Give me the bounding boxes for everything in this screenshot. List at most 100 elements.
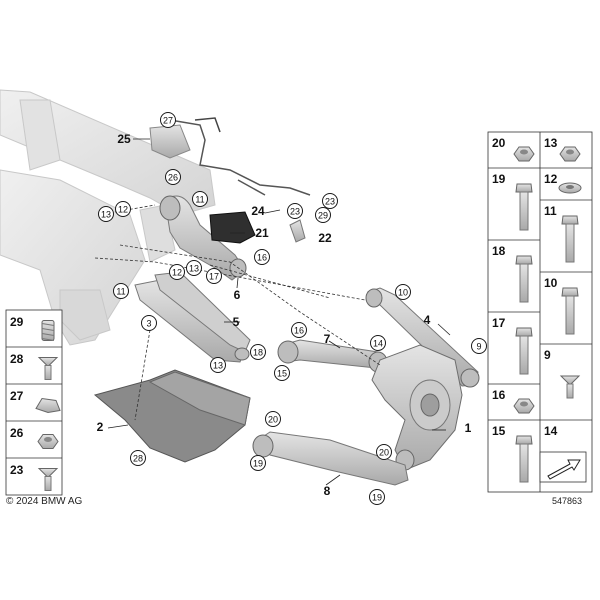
item-label-7: 7 <box>324 332 331 346</box>
rear-axle-components <box>93 117 480 486</box>
callout-number: 19 <box>372 493 382 503</box>
left-grid-part-28 <box>37 357 59 380</box>
item-label-24: 24 <box>251 204 265 218</box>
subframe-illustration <box>0 89 216 346</box>
callout-number: 16 <box>257 253 267 263</box>
callout-number: 13 <box>213 361 223 371</box>
callout-number: 23 <box>290 207 300 217</box>
right-grid-number: 12 <box>544 172 558 186</box>
right-grid-part-12 <box>558 182 582 194</box>
callout-13: 13 <box>98 206 114 222</box>
right-grid-number: 17 <box>492 316 506 330</box>
left-grid-part-26 <box>37 434 59 449</box>
item-label-8: 8 <box>324 484 331 498</box>
callout-number: 20 <box>379 448 389 458</box>
callout-17: 17 <box>206 268 222 284</box>
left-grid-number: 28 <box>10 352 24 366</box>
right-grid-number: 14 <box>544 424 558 438</box>
right-grid-number: 11 <box>544 204 557 218</box>
callout-number: 16 <box>294 326 304 336</box>
right-grid-number: 16 <box>492 388 506 402</box>
callout-number: 28 <box>133 454 143 464</box>
callout-number: 12 <box>118 205 128 215</box>
right-grid-number: 19 <box>492 172 506 186</box>
item-label-21: 21 <box>255 226 269 240</box>
item-label-25: 25 <box>117 132 131 146</box>
callout-number: 27 <box>163 116 173 126</box>
right-grid-part-18 <box>515 255 533 303</box>
left-grid-part-23 <box>37 468 59 491</box>
callout-18: 18 <box>250 344 266 360</box>
right-grid-number: 15 <box>492 424 506 438</box>
leader-lines <box>94 204 381 421</box>
right-parts-grid: 20 19 18 17 16 15 13 12 11 10 9 14 <box>487 131 593 493</box>
callout-23: 23 <box>322 193 338 209</box>
callout-11: 11 <box>113 283 129 299</box>
callout-19: 19 <box>369 489 385 505</box>
callout-28: 28 <box>130 450 146 466</box>
callout-11: 11 <box>192 191 208 207</box>
left-parts-grid: 29 28 27 26 23 <box>5 309 63 496</box>
callout-16: 16 <box>254 249 270 265</box>
callout-12: 12 <box>169 264 185 280</box>
callout-29: 29 <box>315 207 331 223</box>
callout-number: 11 <box>116 287 125 297</box>
callout-number: 19 <box>253 459 263 469</box>
item-label-22: 22 <box>318 231 332 245</box>
callout-number: 10 <box>398 288 408 298</box>
left-grid-number: 26 <box>10 426 24 440</box>
right-grid-part-9 <box>559 375 581 399</box>
callout-number: 20 <box>268 415 278 425</box>
callout-number: 3 <box>146 319 151 329</box>
left-grid-number: 23 <box>10 463 24 477</box>
right-grid-part-13 <box>559 146 581 162</box>
callout-number: 9 <box>476 342 481 352</box>
copyright-text: © 2024 BMW AG <box>6 496 83 507</box>
right-grid-part-15 <box>515 435 533 483</box>
right-grid-number: 20 <box>492 136 506 150</box>
left-grid-part-27 <box>35 397 61 414</box>
direction-arrow-icon <box>539 451 587 483</box>
right-grid-number: 10 <box>544 276 558 290</box>
right-grid-part-10 <box>561 287 579 335</box>
callout-number: 18 <box>253 348 263 358</box>
callout-12: 12 <box>115 201 131 217</box>
left-grid-number: 29 <box>10 315 24 329</box>
callout-13: 13 <box>210 357 226 373</box>
callout-9: 9 <box>471 338 487 354</box>
callout-14: 14 <box>370 335 386 351</box>
callout-number: 12 <box>172 268 182 278</box>
solid-leaders <box>107 138 451 486</box>
callout-number: 23 <box>325 197 335 207</box>
left-grid-number: 27 <box>10 389 24 403</box>
callout-10: 10 <box>395 284 411 300</box>
right-grid-part-11 <box>561 215 579 263</box>
callout-3: 3 <box>141 315 157 331</box>
right-grid-part-20 <box>513 146 535 162</box>
item-label-6: 6 <box>234 288 241 302</box>
callout-number: 17 <box>209 272 219 282</box>
right-grid-number: 13 <box>544 136 558 150</box>
callout-number: 13 <box>189 264 199 274</box>
callout-number: 14 <box>373 339 383 349</box>
left-grid-part-29 <box>41 320 55 341</box>
callout-26: 26 <box>165 169 181 185</box>
callout-20: 20 <box>376 444 392 460</box>
callout-19: 19 <box>250 455 266 471</box>
right-grid-part-16 <box>513 398 535 414</box>
item-label-1: 1 <box>465 421 472 435</box>
callout-number: 11 <box>195 195 204 205</box>
document-number: 547863 <box>552 496 583 506</box>
callout-23: 23 <box>287 203 303 219</box>
callout-15: 15 <box>274 365 290 381</box>
item-label-4: 4 <box>424 313 431 327</box>
callout-16: 16 <box>291 322 307 338</box>
right-grid-number: 9 <box>544 348 551 362</box>
right-grid-part-19 <box>515 183 533 231</box>
right-grid-number: 18 <box>492 244 506 258</box>
callout-number: 13 <box>101 210 111 220</box>
item-label-2: 2 <box>97 420 104 434</box>
